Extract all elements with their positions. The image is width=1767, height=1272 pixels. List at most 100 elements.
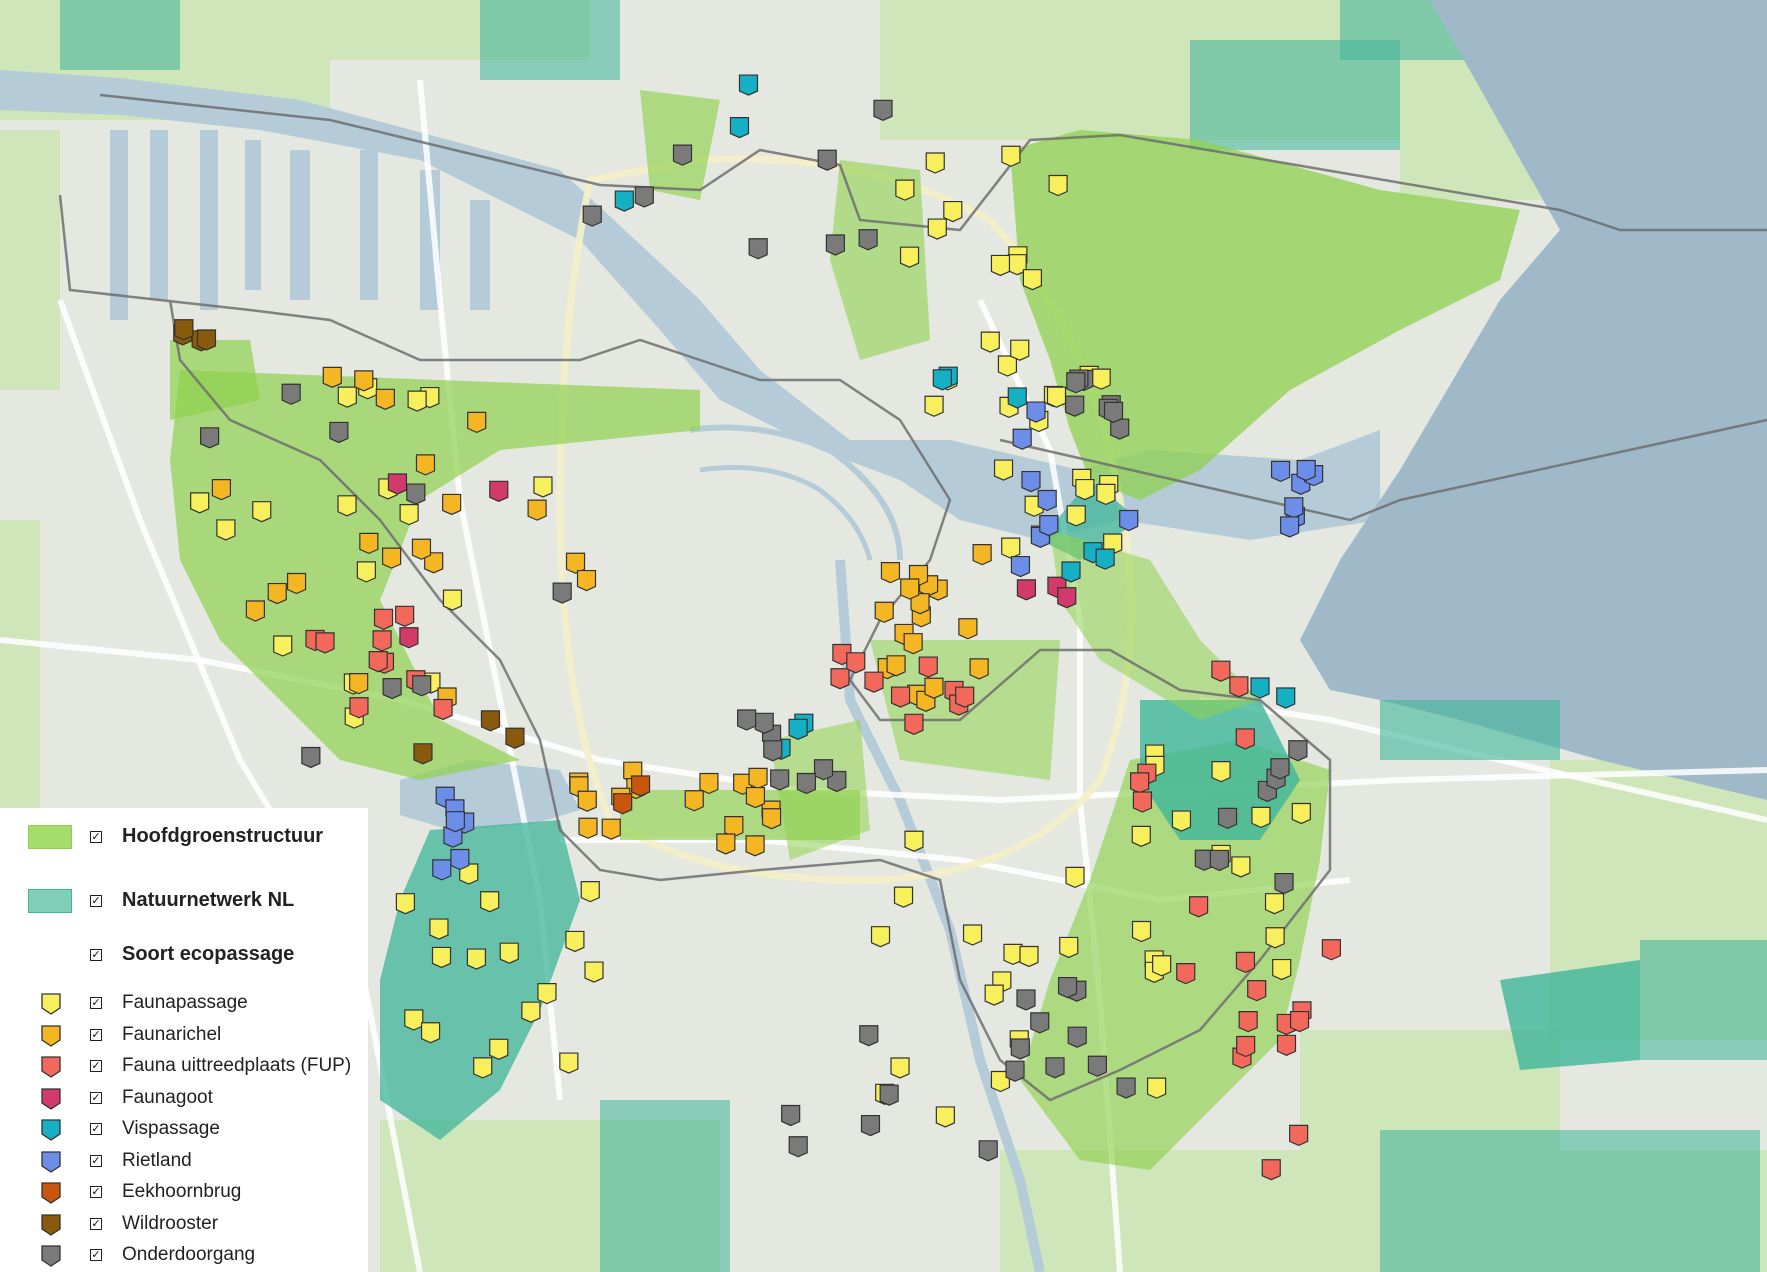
marker-faunarichel[interactable] <box>958 618 978 640</box>
marker-rietland[interactable] <box>1010 555 1031 578</box>
marker-rietland[interactable] <box>432 859 452 881</box>
marker-vispassage[interactable] <box>788 718 808 740</box>
marker-faunapassage[interactable] <box>337 495 357 517</box>
marker-faunapassage[interactable] <box>1152 955 1172 977</box>
marker-faunapassage[interactable] <box>459 863 479 885</box>
marker-faunarichel[interactable] <box>382 547 402 569</box>
marker-faunarichel[interactable] <box>972 544 992 566</box>
marker-fup[interactable] <box>1189 896 1209 918</box>
marker-faunapassage[interactable] <box>1272 958 1292 981</box>
marker-faunapassage[interactable] <box>893 886 914 908</box>
marker-rietland[interactable] <box>1296 459 1316 482</box>
marker-faunarichel[interactable] <box>748 767 768 790</box>
marker-fup[interactable] <box>890 686 911 708</box>
marker-faunarichel[interactable] <box>576 569 597 592</box>
marker-rietland[interactable] <box>1021 470 1041 493</box>
marker-onderdoorgang[interactable] <box>763 740 783 762</box>
marker-onderdoorgang[interactable] <box>1087 1055 1107 1077</box>
marker-faunapassage[interactable] <box>537 983 557 1005</box>
marker-fup[interactable] <box>1289 1010 1310 1033</box>
marker-faunarichel[interactable] <box>601 818 621 840</box>
marker-faunapassage[interactable] <box>990 254 1011 277</box>
marker-onderdoorgang[interactable] <box>1045 1057 1065 1079</box>
marker-faunapassage[interactable] <box>997 355 1018 377</box>
marker-onderdoorgang[interactable] <box>748 238 768 260</box>
marker-faunagoot[interactable] <box>399 627 419 649</box>
marker-faunarichel[interactable] <box>910 593 930 615</box>
marker-faunapassage[interactable] <box>890 1057 910 1079</box>
marker-rietland[interactable] <box>450 848 470 871</box>
marker-onderdoorgang[interactable] <box>1209 849 1230 872</box>
marker-faunapassage[interactable] <box>993 459 1014 481</box>
eekhoornbrug-checkbox[interactable]: ✓ <box>90 1185 102 1198</box>
marker-fup[interactable] <box>1229 676 1249 698</box>
marker-faunapassage[interactable] <box>927 218 947 240</box>
marker-faunapassage[interactable] <box>399 504 419 526</box>
marker-onderdoorgang[interactable] <box>1016 989 1036 1011</box>
marker-faunapassage[interactable] <box>962 924 983 946</box>
marker-fup[interactable] <box>1130 772 1150 794</box>
marker-fup[interactable] <box>1235 951 1256 974</box>
marker-onderdoorgang[interactable] <box>813 759 834 781</box>
hoofdgroenstructuur-checkbox[interactable]: ✓ <box>90 830 102 843</box>
marker-faunapassage[interactable] <box>870 926 891 948</box>
marker-faunarichel[interactable] <box>880 562 901 584</box>
marker-faunarichel[interactable] <box>716 833 736 855</box>
marker-fup[interactable] <box>864 671 884 693</box>
marker-faunapassage[interactable] <box>1066 505 1086 527</box>
marker-wildrooster[interactable] <box>505 727 525 749</box>
marker-faunapassage[interactable] <box>1131 920 1152 943</box>
marker-faunagoot[interactable] <box>1057 587 1077 609</box>
marker-faunarichel[interactable] <box>286 572 307 595</box>
marker-faunapassage[interactable] <box>1001 145 1021 167</box>
marker-faunarichel[interactable] <box>245 600 265 622</box>
marker-faunarichel[interactable] <box>761 808 782 830</box>
marker-wildrooster[interactable] <box>480 710 501 732</box>
marker-faunapassage[interactable] <box>216 519 236 541</box>
marker-vispassage[interactable] <box>1095 548 1115 570</box>
marker-onderdoorgang[interactable] <box>796 772 816 795</box>
marker-faunarichel[interactable] <box>527 499 547 521</box>
marker-faunapassage[interactable] <box>273 635 293 657</box>
marker-fup[interactable] <box>349 697 369 719</box>
marker-faunapassage[interactable] <box>1171 810 1192 832</box>
marker-faunapassage[interactable] <box>1022 269 1042 291</box>
marker-fup[interactable] <box>368 651 388 673</box>
marker-faunagoot[interactable] <box>1016 579 1037 601</box>
marker-onderdoorgang[interactable] <box>825 234 845 256</box>
marker-fup[interactable] <box>372 630 392 652</box>
marker-faunapassage[interactable] <box>420 1022 441 1044</box>
marker-onderdoorgang[interactable] <box>1057 976 1078 999</box>
marker-faunapassage[interactable] <box>925 152 945 174</box>
marker-faunarichel[interactable] <box>699 772 719 795</box>
marker-onderdoorgang[interactable] <box>1288 740 1308 762</box>
faunarichel-checkbox[interactable]: ✓ <box>90 1027 102 1041</box>
marker-onderdoorgang[interactable] <box>817 149 837 171</box>
marker-fup[interactable] <box>1321 939 1341 961</box>
marker-faunapassage[interactable] <box>1251 806 1271 829</box>
marker-faunapassage[interactable] <box>521 1001 541 1023</box>
marker-faunapassage[interactable] <box>499 942 519 964</box>
marker-faunapassage[interactable] <box>565 930 585 953</box>
marker-faunapassage[interactable] <box>1048 174 1068 197</box>
marker-faunarichel[interactable] <box>375 388 395 410</box>
marker-faunapassage[interactable] <box>1046 386 1067 408</box>
marker-rietland[interactable] <box>1012 428 1032 450</box>
marker-onderdoorgang[interactable] <box>406 483 426 505</box>
marker-onderdoorgang[interactable] <box>1270 758 1290 780</box>
marker-faunapassage[interactable] <box>395 893 416 915</box>
marker-faunapassage[interactable] <box>580 881 600 903</box>
marker-faunapassage[interactable] <box>1096 483 1116 506</box>
marker-faunarichel[interactable] <box>886 655 906 677</box>
marker-fup[interactable] <box>830 668 850 690</box>
marker-faunapassage[interactable] <box>1059 936 1079 959</box>
marker-onderdoorgang[interactable] <box>634 186 654 208</box>
marker-onderdoorgang[interactable] <box>788 1136 808 1158</box>
marker-faunarichel[interactable] <box>442 493 462 516</box>
marker-onderdoorgang[interactable] <box>737 709 757 731</box>
marker-onderdoorgang[interactable] <box>1010 1038 1030 1060</box>
marker-onderdoorgang[interactable] <box>873 99 893 121</box>
marker-vispassage[interactable] <box>738 74 759 96</box>
marker-onderdoorgang[interactable] <box>1005 1060 1025 1082</box>
marker-rietland[interactable] <box>1280 516 1300 538</box>
